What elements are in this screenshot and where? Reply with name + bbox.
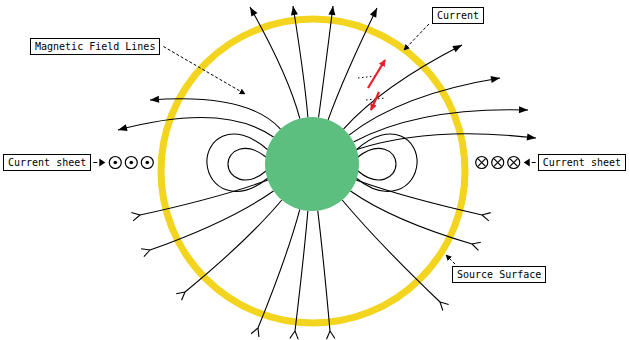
field-arrowhead xyxy=(527,133,536,140)
closed-field-loop xyxy=(358,148,396,179)
field-line xyxy=(185,200,282,292)
field-fork xyxy=(482,213,491,215)
field-arrowhead xyxy=(291,6,298,15)
field-line xyxy=(150,191,273,250)
current-in-symbol xyxy=(508,157,520,169)
field-lines xyxy=(118,6,536,339)
field-fork xyxy=(327,331,330,339)
current-out-dot xyxy=(113,161,117,165)
field-arrowhead xyxy=(328,6,335,15)
field-fork xyxy=(472,244,478,250)
field-fork xyxy=(482,215,489,221)
field-line xyxy=(356,180,482,215)
closed-field-loop xyxy=(356,134,417,191)
current-in-symbol xyxy=(476,157,488,169)
field-fork xyxy=(330,331,335,339)
field-fork xyxy=(182,292,185,300)
field-fork xyxy=(176,292,185,294)
current-out-symbol xyxy=(141,157,153,169)
pointer-dash xyxy=(532,162,536,163)
field-line xyxy=(343,45,462,129)
current-out-dot xyxy=(129,161,133,165)
field-line xyxy=(342,200,440,302)
label-box: Current sheet xyxy=(538,154,626,171)
field-line xyxy=(319,6,333,117)
leader-line xyxy=(446,255,455,264)
field-line xyxy=(357,134,536,150)
label-text: Magnetic Field Lines xyxy=(35,40,155,53)
pointer-triangle xyxy=(99,159,105,167)
field-line xyxy=(258,209,300,328)
field-fork xyxy=(141,249,150,250)
leader-line xyxy=(404,24,429,50)
field-fork xyxy=(133,215,140,221)
field-line xyxy=(293,6,308,117)
label-text: Current xyxy=(437,9,479,22)
field-fork xyxy=(131,213,140,215)
pointer-dash xyxy=(93,162,97,163)
field-arrowhead xyxy=(519,106,528,113)
field-line xyxy=(140,180,268,215)
pointer-triangle xyxy=(524,159,530,167)
field-arrowhead xyxy=(118,124,128,131)
source-surface-ring xyxy=(161,19,465,323)
sun-disk xyxy=(265,117,359,211)
field-arrowhead xyxy=(452,45,462,52)
label-box: Current xyxy=(432,7,484,24)
closed-field-loop xyxy=(228,148,266,179)
field-line xyxy=(318,211,330,331)
field-line xyxy=(250,7,300,119)
leader-line xyxy=(163,47,245,95)
field-line xyxy=(353,110,528,142)
field-line xyxy=(351,191,472,244)
current-out-dot xyxy=(145,161,149,165)
current-in-symbol xyxy=(492,157,504,169)
field-line xyxy=(349,78,500,135)
current-out-symbol xyxy=(125,157,137,169)
current-out-symbol xyxy=(109,157,121,169)
field-fork xyxy=(251,328,258,334)
field-fork xyxy=(295,331,298,339)
label-text: Current sheet xyxy=(543,156,621,169)
field-fork xyxy=(440,302,443,311)
label-box: Magnetic Field Lines xyxy=(30,38,160,55)
field-arrowhead xyxy=(150,96,159,103)
label-text: Source Surface xyxy=(457,268,541,281)
field-fork xyxy=(290,331,295,338)
field-arrowhead xyxy=(370,8,377,18)
field-arrowhead xyxy=(250,7,257,17)
field-fork xyxy=(257,328,259,337)
field-fork xyxy=(472,242,481,244)
current-arrow xyxy=(371,92,379,110)
current-in-cross xyxy=(510,159,517,166)
current-in-cross xyxy=(494,159,501,166)
current-in-cross xyxy=(478,159,485,166)
field-line xyxy=(328,8,377,120)
closed-field-loop xyxy=(207,134,268,191)
field-line xyxy=(150,99,281,129)
label-text: Current sheet xyxy=(8,156,86,169)
field-arrowhead xyxy=(491,76,500,83)
field-line xyxy=(295,211,308,331)
current-arrow xyxy=(368,60,385,88)
field-fork xyxy=(440,302,449,304)
field-line xyxy=(118,117,273,137)
label-box: Current sheet xyxy=(3,154,91,171)
field-fork xyxy=(144,250,150,257)
label-box: Source Surface xyxy=(452,266,546,283)
